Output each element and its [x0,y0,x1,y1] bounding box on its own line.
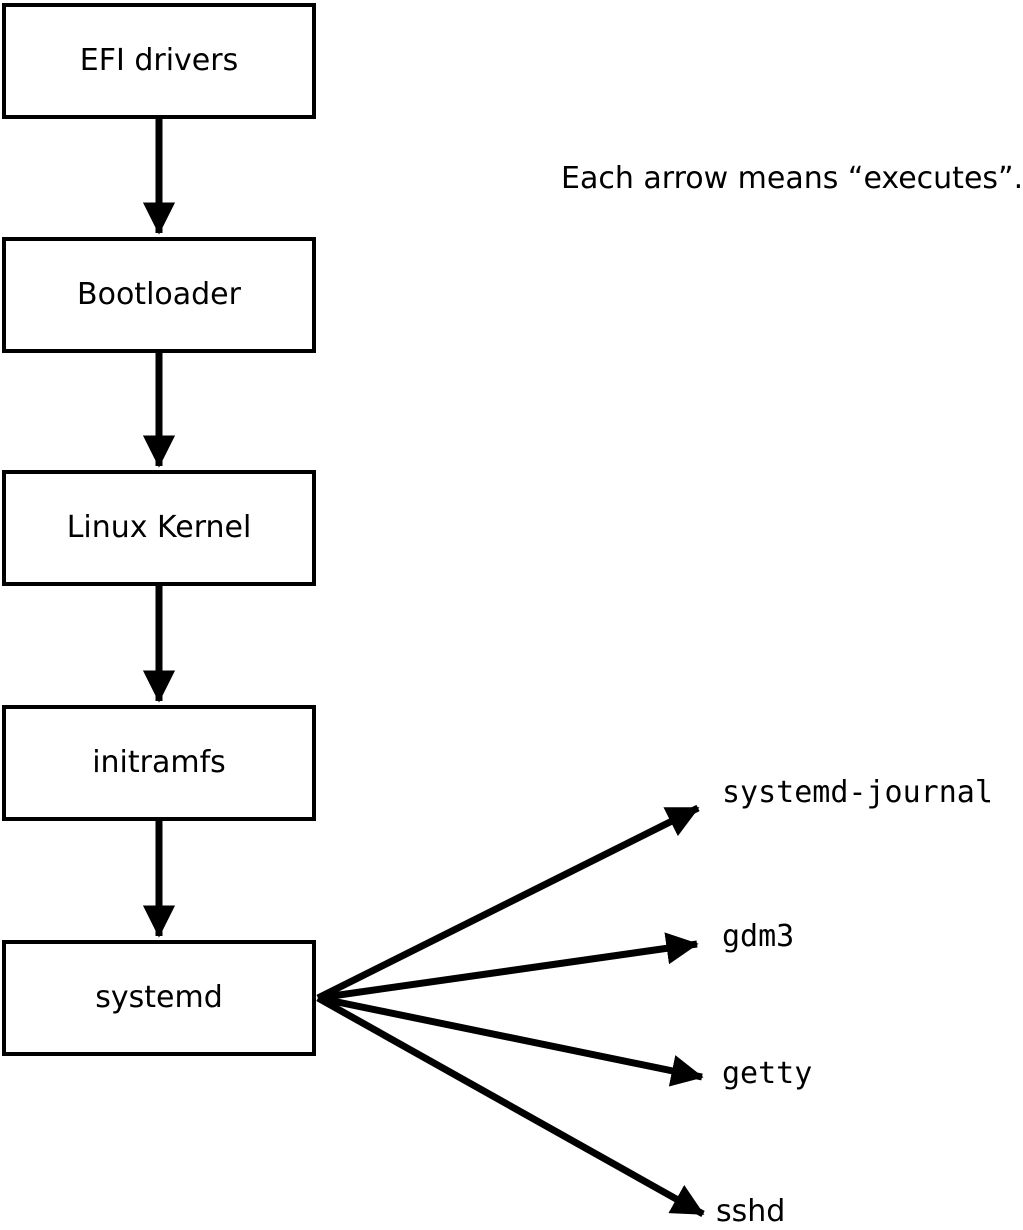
box-efi-drivers: EFI drivers [2,3,316,119]
arrow-systemd-to-getty [317,994,704,1087]
process-label-getty: getty [722,1056,813,1091]
arrow-systemd-to-sshd [316,994,705,1218]
box-systemd: systemd [2,940,316,1056]
box-efi-drivers-label: EFI drivers [79,43,239,78]
process-label-systemd-journal: systemd-journal [722,775,993,810]
box-initramfs: initramfs [2,705,316,821]
box-bootloader-label: Bootloader [77,277,241,312]
arrow-systemd-to-systemd-journal [316,804,700,1002]
box-initramfs-label: initramfs [92,745,226,780]
box-linux-kernel: Linux Kernel [2,470,316,586]
arrow-systemd-to-gdm3 [317,932,699,1002]
arrow-meaning-note: Each arrow means “executes”. [561,161,1023,196]
box-linux-kernel-label: Linux Kernel [66,510,252,545]
process-label-gdm3: gdm3 [722,919,795,954]
process-label-sshd: sshd [716,1194,786,1229]
box-bootloader: Bootloader [2,237,316,353]
box-systemd-label: systemd [95,980,223,1015]
